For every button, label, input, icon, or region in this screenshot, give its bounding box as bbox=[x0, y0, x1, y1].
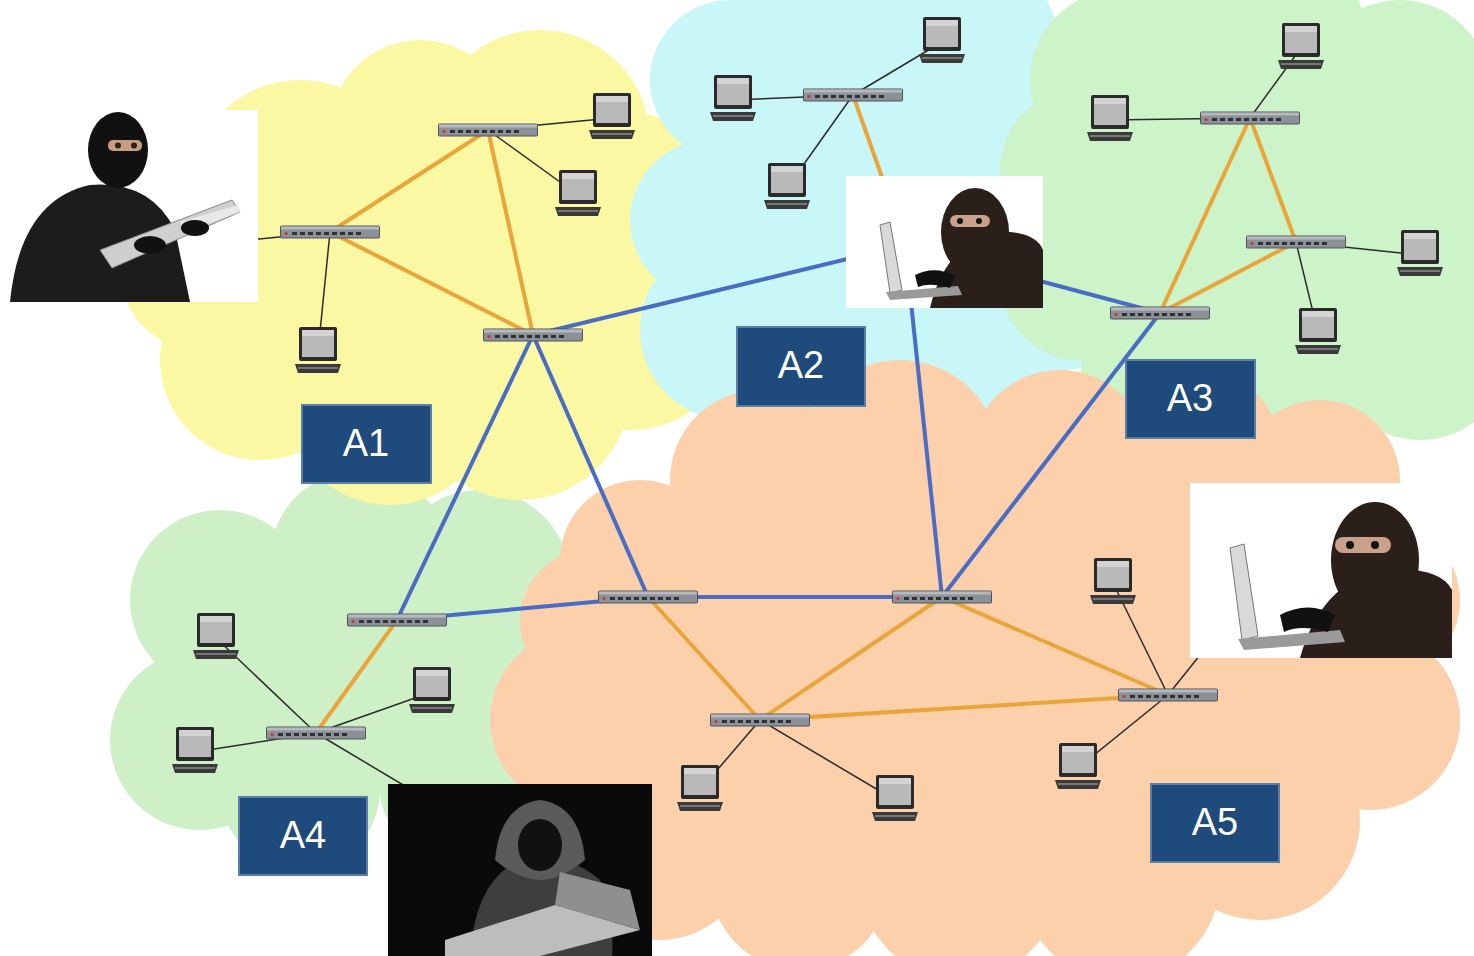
computer bbox=[589, 93, 635, 139]
switch bbox=[893, 591, 992, 603]
switch bbox=[1111, 307, 1210, 319]
computer bbox=[1090, 558, 1136, 604]
area-label: A2 bbox=[736, 326, 866, 407]
computer bbox=[193, 613, 239, 659]
switch bbox=[1119, 689, 1218, 701]
computer bbox=[764, 163, 810, 209]
backbone-links bbox=[397, 245, 1160, 620]
computer bbox=[1397, 230, 1443, 276]
computer bbox=[1295, 308, 1341, 354]
computer bbox=[710, 75, 756, 121]
hacker-picture bbox=[1190, 483, 1452, 658]
switch bbox=[711, 714, 810, 726]
area-links bbox=[316, 95, 1296, 733]
area-label: A1 bbox=[301, 404, 432, 484]
computers bbox=[172, 17, 1443, 821]
switch bbox=[804, 89, 903, 101]
computer bbox=[1087, 95, 1133, 141]
computer bbox=[1278, 23, 1324, 69]
network-switches bbox=[267, 89, 1346, 739]
computer bbox=[677, 765, 723, 811]
area-label: A5 bbox=[1150, 783, 1280, 863]
area-name: A1 bbox=[343, 423, 389, 465]
hacker-picture bbox=[0, 110, 258, 302]
hacker-picture bbox=[388, 784, 652, 956]
switch bbox=[484, 329, 583, 341]
hacker-picture bbox=[846, 176, 1043, 308]
switch bbox=[439, 124, 538, 136]
computer bbox=[555, 170, 601, 216]
area-label: A4 bbox=[238, 796, 368, 876]
computer bbox=[295, 327, 341, 373]
switch bbox=[267, 727, 366, 739]
computer bbox=[919, 17, 965, 63]
switch bbox=[1247, 236, 1346, 248]
computer bbox=[872, 775, 918, 821]
area-name: A3 bbox=[1167, 378, 1213, 420]
switch bbox=[599, 591, 698, 603]
switch bbox=[348, 614, 447, 626]
host-wires bbox=[195, 42, 1420, 800]
computer bbox=[172, 727, 218, 773]
computer bbox=[409, 667, 455, 713]
switch bbox=[281, 226, 380, 238]
area-name: A4 bbox=[280, 815, 326, 857]
area-label: A3 bbox=[1125, 359, 1256, 439]
computer bbox=[1055, 743, 1101, 789]
area-name: A5 bbox=[1192, 802, 1238, 844]
area-name: A2 bbox=[778, 345, 824, 387]
switch bbox=[1201, 112, 1300, 124]
